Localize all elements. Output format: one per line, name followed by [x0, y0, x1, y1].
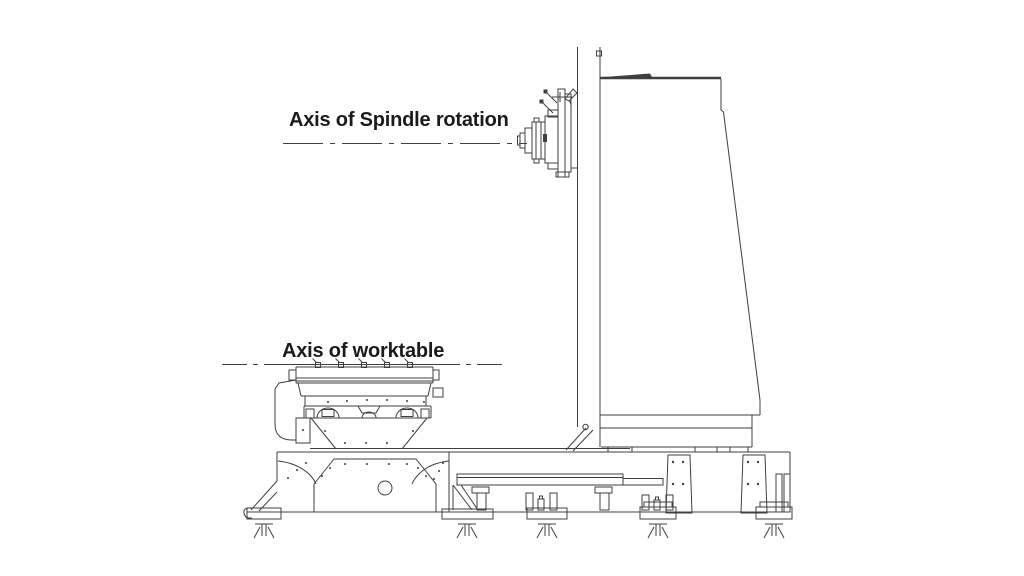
table-left-cover — [274, 379, 297, 441]
jack-screw-icon — [536, 523, 558, 539]
clamp-handle-icon — [539, 89, 558, 114]
jack-screw-icon — [456, 523, 478, 539]
leveling-feet — [243, 501, 793, 539]
spindle-axis-label: Axis of Spindle rotation — [289, 109, 509, 131]
body-supports — [665, 452, 791, 514]
spindle-head — [517, 88, 578, 178]
jack-screw-icon — [253, 523, 275, 539]
lifting-hole — [377, 480, 393, 496]
jack-screw-icon — [647, 523, 669, 539]
rotary-worktable — [274, 358, 444, 450]
jack-screw-icon — [763, 523, 785, 539]
base-pedestal — [250, 448, 790, 512]
machine-column — [565, 47, 602, 452]
worktable-axis-label: Axis of worktable — [282, 340, 445, 362]
machine-body — [600, 73, 761, 453]
spindle-top-fitting — [552, 88, 578, 106]
guideway-rail — [452, 473, 674, 511]
t-slot-nut-icons — [312, 358, 413, 368]
